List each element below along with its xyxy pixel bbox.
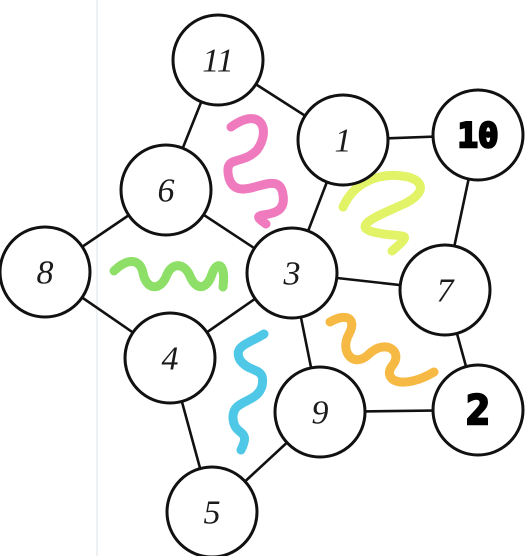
node-label: 9 [312,395,329,432]
node-label: 7 [437,273,456,310]
node-1: 1 [298,95,388,185]
node-label: 4 [162,341,179,378]
node-10: 10 [433,90,523,180]
squiggle-4-3-9-5 [233,334,264,450]
node-label: 3 [283,256,301,293]
node-label: 6 [158,173,175,210]
node-6: 6 [121,145,211,235]
squiggle-8-6-3-4 [114,261,224,287]
node-7: 7 [400,245,490,335]
node-2: 2 [433,365,523,455]
node-label: 5 [204,495,221,532]
node-4: 4 [125,313,215,403]
node-label: 1 [335,123,352,160]
node-9: 9 [275,367,365,457]
node-label: 10 [458,116,499,156]
node-label: 11 [202,43,233,80]
node-3: 3 [247,228,337,318]
node-8: 8 [0,227,90,317]
node-11: 11 [173,15,263,105]
squiggle-1-10-7-3 [343,175,420,251]
squiggle-11-1-3-6 [228,119,284,224]
node-label: 2 [466,388,490,434]
node-label: 8 [37,255,54,292]
node-5: 5 [167,467,257,556]
